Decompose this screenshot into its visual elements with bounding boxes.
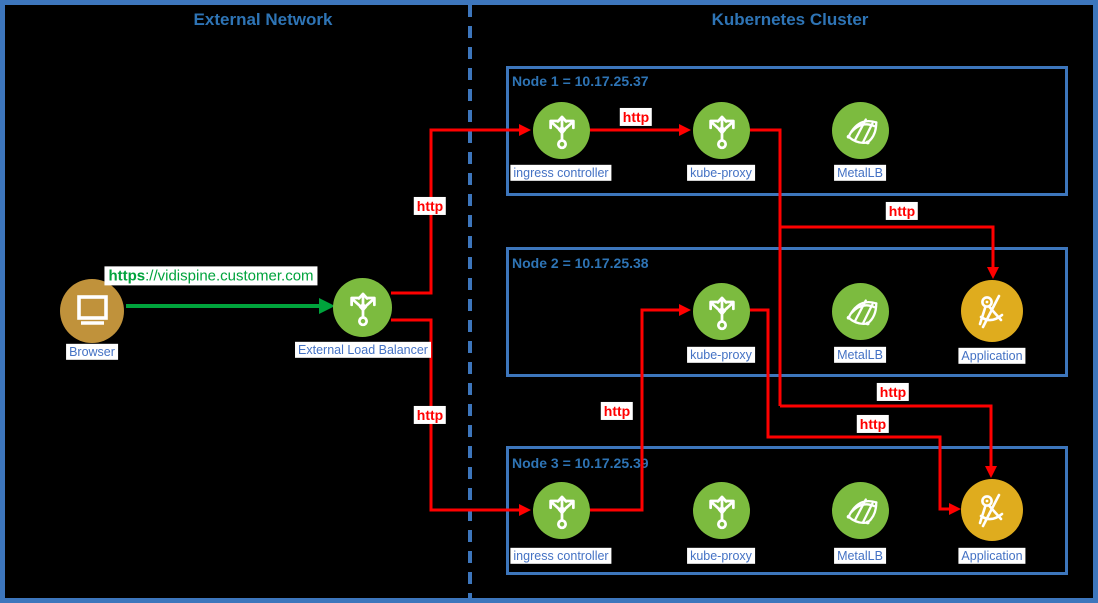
node2-metallb-label: MetalLB (834, 346, 886, 364)
node1-ingress-controller-label: ingress controller (510, 164, 612, 182)
node3-ingress-controller-icon (533, 482, 590, 539)
node3-title: Node 3 = 10.17.25.39 (512, 455, 649, 471)
node3-application-label: Application (958, 547, 1026, 565)
kubernetes-cluster-title: Kubernetes Cluster (711, 10, 869, 29)
network-boundary-divider (468, 5, 472, 598)
node2-application-label: Application (958, 347, 1026, 365)
http-label-node1kp-node3app: http (876, 382, 910, 402)
node1-metallb-label: MetalLB (834, 164, 886, 182)
node1-kube-proxy-label: kube-proxy (687, 164, 755, 182)
node3-ingress-controller-label: ingress controller (510, 547, 612, 565)
node3-metallb-label: MetalLB (834, 547, 886, 565)
http-label-node2kp-node3app: http (856, 414, 890, 434)
node1-title: Node 1 = 10.17.25.37 (512, 73, 649, 89)
url-scheme: https (108, 267, 146, 285)
edge-browser-to-load-balancer (126, 298, 335, 314)
external-load-balancer-icon (333, 278, 392, 337)
external-load-balancer-label: External Load Balancer (295, 341, 431, 359)
node2-kube-proxy-label: kube-proxy (687, 346, 755, 364)
node2-application-icon (961, 280, 1023, 342)
node1-kube-proxy-icon (693, 102, 750, 159)
node3-kube-proxy-icon (693, 482, 750, 539)
http-label-elb-node3: http (413, 405, 447, 425)
node3-kube-proxy-label: kube-proxy (687, 547, 755, 565)
url-rest: ://vidispine.customer.com (145, 267, 314, 285)
node1-metallb-icon (832, 102, 889, 159)
http-label-node1-ingress-kp: http (619, 107, 653, 127)
external-network-title: External Network (193, 10, 333, 29)
node3-metallb-icon (832, 482, 889, 539)
node2-kube-proxy-icon (693, 283, 750, 340)
node1-ingress-controller-icon (533, 102, 590, 159)
http-label-elb-node1: http (413, 196, 447, 216)
browser-label: Browser (66, 343, 118, 361)
browser-icon (60, 279, 124, 343)
node2-metallb-icon (832, 283, 889, 340)
node3-application-icon (961, 479, 1023, 541)
https-url-label: https://vidispine.customer.com (104, 266, 318, 286)
node2-title: Node 2 = 10.17.25.38 (512, 255, 649, 271)
http-label-node3ingress-node2kp: http (600, 401, 634, 421)
http-label-node1kp-node2app: http (885, 201, 919, 221)
